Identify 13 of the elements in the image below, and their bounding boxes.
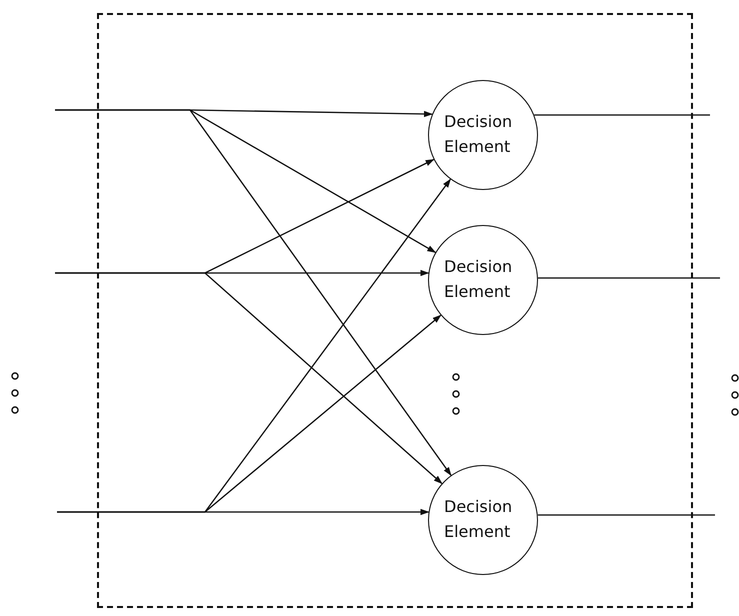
dashed-boundary (97, 13, 693, 608)
arrow (55, 109, 452, 476)
node-label: Decision Element (444, 256, 514, 303)
output-line (538, 277, 720, 279)
arrow (57, 508, 430, 516)
node-label: Decision Element (444, 111, 514, 158)
node-label: Decision Element (444, 496, 514, 543)
output-line (538, 514, 715, 516)
decision-circle (428, 225, 538, 335)
decision-circle (428, 465, 538, 575)
decision-circle (428, 80, 538, 190)
output-line (534, 114, 710, 116)
arrow (55, 272, 443, 484)
